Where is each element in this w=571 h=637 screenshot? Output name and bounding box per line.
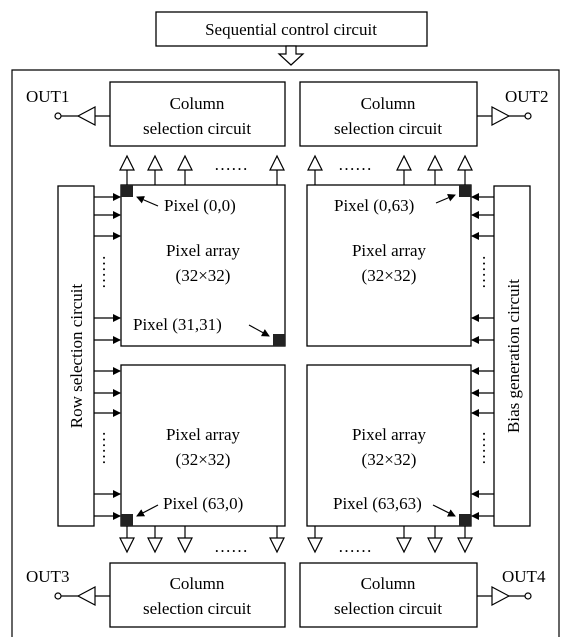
array-br-line2: (32×32) <box>362 450 417 469</box>
bottom-right-column-buffers <box>307 526 473 554</box>
bias-dots-bottom: …… <box>479 431 498 465</box>
pixel-31-31-label: Pixel (31,31) <box>133 315 222 334</box>
out4-label: OUT4 <box>502 567 546 586</box>
col-sel-tl-line2: selection circuit <box>143 119 251 138</box>
bottom-left-buffer-ellipsis: …… <box>214 537 248 556</box>
array-tl-line2: (32×32) <box>176 266 231 285</box>
pixel-0-63-pointer <box>435 194 456 204</box>
out2-label: OUT2 <box>505 87 548 106</box>
top-right-column-buffers <box>307 154 473 185</box>
row-dots-bottom: …… <box>99 431 118 465</box>
bottom-left-column-buffers <box>119 526 285 554</box>
pixel-0-0-label: Pixel (0,0) <box>164 196 236 215</box>
pixel-63-0-marker <box>121 514 133 526</box>
col-sel-br-line1: Column <box>361 574 416 593</box>
control-arrow <box>277 45 305 66</box>
top-left-column-buffers <box>119 154 285 185</box>
pixel-array-bottom-right <box>306 364 472 527</box>
pixel-63-0-pointer <box>136 504 159 517</box>
pixel-0-0-pointer <box>136 196 159 207</box>
pixel-63-0-label: Pixel (63,0) <box>163 494 243 513</box>
pixel-63-63-pointer <box>432 504 456 517</box>
out3-buffer <box>76 586 96 606</box>
bottom-right-buffer-ellipsis: …… <box>338 537 372 556</box>
bias-generation-box <box>493 185 531 527</box>
array-tr-line2: (32×32) <box>362 266 417 285</box>
out2-buffer <box>491 106 511 126</box>
col-sel-br-line2: selection circuit <box>334 599 442 618</box>
col-sel-tr-line1: Column <box>361 94 416 113</box>
col-sel-bl-line1: Column <box>170 574 225 593</box>
column-selection-bottom-right <box>299 562 478 628</box>
pixel-31-31-pointer <box>248 324 270 337</box>
column-selection-top-left <box>109 81 286 147</box>
row-select-arrows <box>94 193 121 520</box>
column-selection-bottom-left <box>109 562 286 628</box>
row-dots-top: …… <box>99 255 118 289</box>
pixel-array-bottom-left <box>120 364 286 527</box>
array-tl-line1: Pixel array <box>166 241 241 260</box>
bias-generation-label: Bias generation circuit <box>504 279 523 433</box>
col-sel-bl-line2: selection circuit <box>143 599 251 618</box>
out4-terminal <box>524 592 532 600</box>
out1-buffer <box>76 106 96 126</box>
chip-boundary <box>11 69 560 637</box>
array-tr-line1: Pixel array <box>352 241 427 260</box>
pixel-array-top-left <box>120 184 286 347</box>
pixel-31-31-marker <box>273 334 285 346</box>
out3-label: OUT3 <box>26 567 69 586</box>
array-bl-line2: (32×32) <box>176 450 231 469</box>
out1-label: OUT1 <box>26 87 69 106</box>
column-selection-top-right <box>299 81 478 147</box>
row-selection-box <box>57 185 95 527</box>
pixel-0-63-label: Pixel (0,63) <box>334 196 414 215</box>
out3-terminal <box>54 592 62 600</box>
bias-arrows <box>471 193 494 520</box>
out2-terminal <box>524 112 532 120</box>
pixel-array-top-right <box>306 184 472 347</box>
top-left-buffer-ellipsis: …… <box>214 155 248 174</box>
sequential-control-box <box>155 11 428 47</box>
row-selection-label: Row selection circuit <box>67 283 86 428</box>
pixel-0-63-marker <box>459 185 471 197</box>
pixel-0-0-marker <box>121 185 133 197</box>
out4-buffer <box>491 586 511 606</box>
sequential-control-label: Sequential control circuit <box>205 20 377 39</box>
bias-dots-top: …… <box>479 255 498 289</box>
col-sel-tr-line2: selection circuit <box>334 119 442 138</box>
array-br-line1: Pixel array <box>352 425 427 444</box>
out1-terminal <box>54 112 62 120</box>
col-sel-tl-line1: Column <box>170 94 225 113</box>
array-bl-line1: Pixel array <box>166 425 241 444</box>
pixel-63-63-label: Pixel (63,63) <box>333 494 422 513</box>
pixel-63-63-marker <box>459 514 471 526</box>
top-right-buffer-ellipsis: …… <box>338 155 372 174</box>
